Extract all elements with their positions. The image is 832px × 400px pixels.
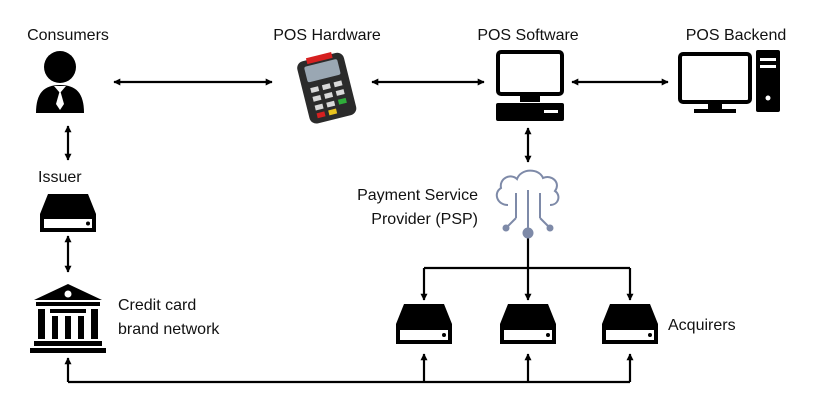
pos-software-label: POS Software bbox=[477, 27, 579, 44]
card-network-label-line1: Credit card bbox=[118, 297, 197, 314]
person-icon bbox=[36, 51, 84, 113]
card-network-label-line2: brand network bbox=[118, 321, 220, 338]
card-terminal-icon bbox=[297, 52, 357, 124]
connectors bbox=[64, 78, 669, 384]
desktop-computer-icon bbox=[496, 50, 564, 121]
consumers-label: Consumers bbox=[27, 27, 109, 44]
bank-building-icon bbox=[30, 284, 106, 353]
cloud-network-icon bbox=[495, 169, 560, 239]
server-icon bbox=[602, 304, 658, 344]
psp-label-line2: Provider (PSP) bbox=[371, 211, 478, 228]
acquirers-label: Acquirers bbox=[668, 317, 736, 334]
issuer-label: Issuer bbox=[38, 169, 82, 186]
psp-label-line1: Payment Service bbox=[357, 187, 478, 204]
pos-backend-label: POS Backend bbox=[685, 27, 787, 44]
server-icon bbox=[40, 194, 96, 232]
server-icon bbox=[396, 304, 452, 344]
server-icon bbox=[500, 304, 556, 344]
pos-hardware-label: POS Hardware bbox=[273, 27, 381, 44]
desktop-tower-icon bbox=[678, 50, 780, 113]
